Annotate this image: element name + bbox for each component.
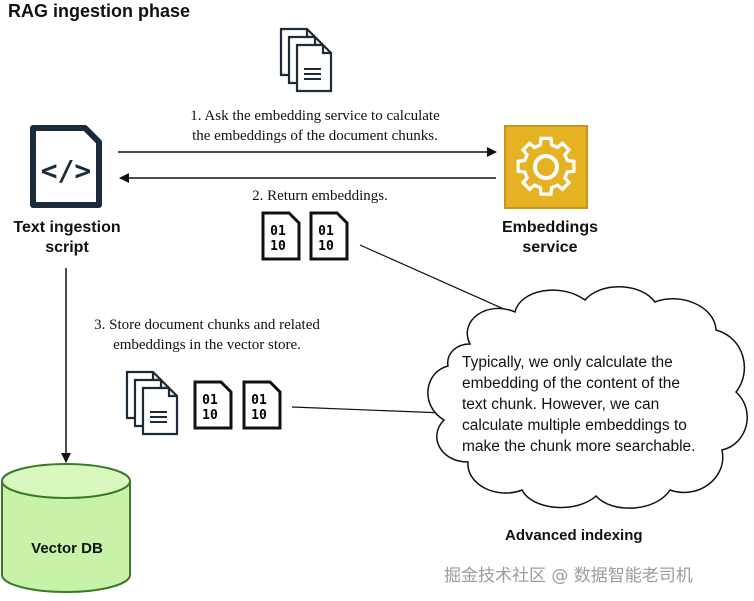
svg-text:01: 01: [202, 393, 218, 408]
binary-file-icon: 01 10: [309, 211, 349, 261]
code-file-icon: </>: [30, 125, 102, 208]
svg-text:10: 10: [202, 408, 218, 423]
advanced-indexing-label: Advanced indexing: [505, 527, 643, 544]
cloud-note-text: Typically, we only calculate the embeddi…: [462, 354, 696, 455]
advanced-indexing-cloud: [427, 286, 748, 509]
svg-text:10: 10: [318, 239, 334, 254]
svg-text:10: 10: [251, 408, 267, 423]
text-ingestion-script-label: Text ingestion script: [13, 219, 121, 256]
cloud-connector-bottom: [291, 406, 445, 414]
watermark: 掘金技术社区 @ 数据智能老司机: [444, 566, 693, 586]
vector-db-cylinder: [1, 463, 131, 593]
step-1-label: 1. Ask the embedding service to calculat…: [190, 108, 440, 144]
svg-text:01: 01: [251, 393, 267, 408]
document-stack-icon: [279, 27, 333, 93]
cloud-connector-top: [359, 244, 525, 319]
code-symbol: </>: [41, 154, 92, 187]
vector-db-label: Vector DB: [31, 540, 103, 557]
document-stack-icon: [125, 370, 179, 436]
embeddings-service-label: Embeddings service: [501, 219, 598, 256]
binary-file-icon: 01 10: [261, 211, 301, 261]
embeddings-service-icon: [504, 125, 588, 209]
binary-file-icon: 01 10: [242, 380, 282, 430]
gear-icon: [516, 136, 576, 196]
svg-text:01: 01: [270, 224, 286, 239]
binary-file-icon: 01 10: [193, 380, 233, 430]
page-title: RAG ingestion phase: [8, 1, 191, 21]
step-2-label: 2. Return embeddings.: [252, 188, 388, 204]
svg-text:01: 01: [318, 224, 334, 239]
step-3-label: 3. Store document chunks and related emb…: [94, 317, 320, 353]
svg-text:10: 10: [270, 239, 286, 254]
